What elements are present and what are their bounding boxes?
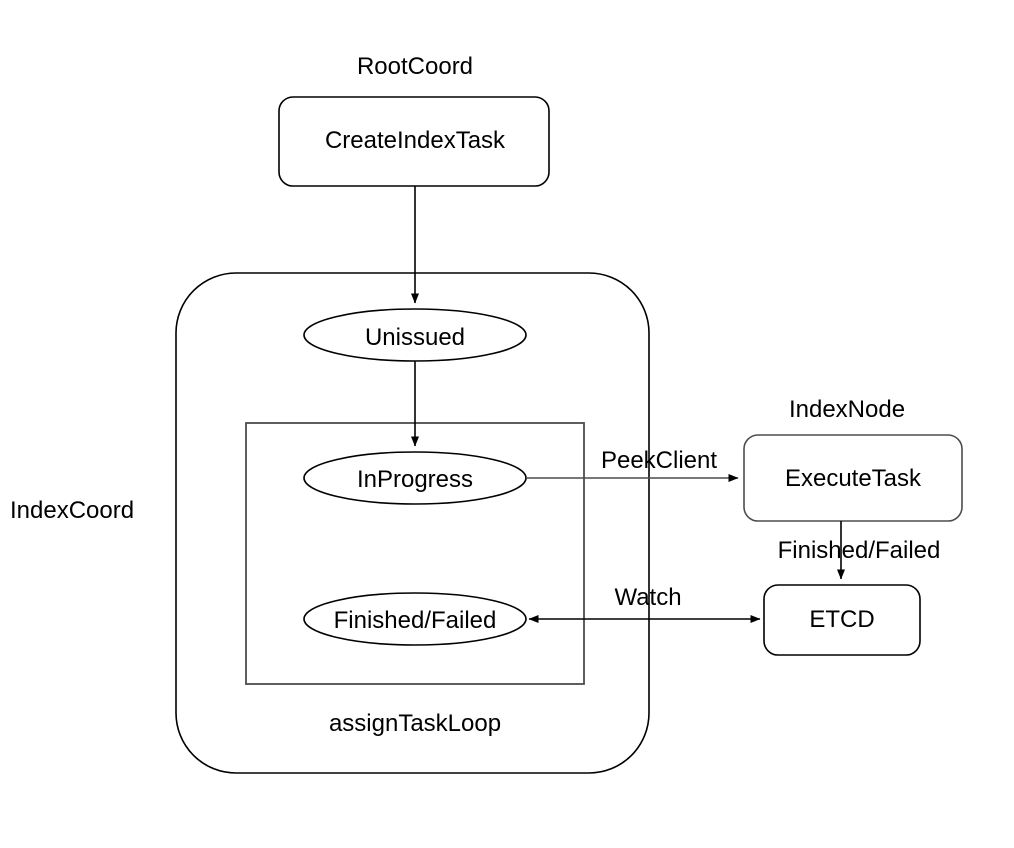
group-indexcoord-boundary (175, 272, 650, 774)
node-create-index-task-shape[interactable] (278, 96, 550, 187)
node-inprogress-shape[interactable] (303, 451, 527, 505)
node-execute-task-shape[interactable] (743, 434, 963, 522)
node-etcd-shape[interactable] (763, 584, 921, 656)
node-finished-failed-state-shape[interactable] (303, 592, 527, 646)
node-unissued-shape[interactable] (303, 308, 527, 362)
